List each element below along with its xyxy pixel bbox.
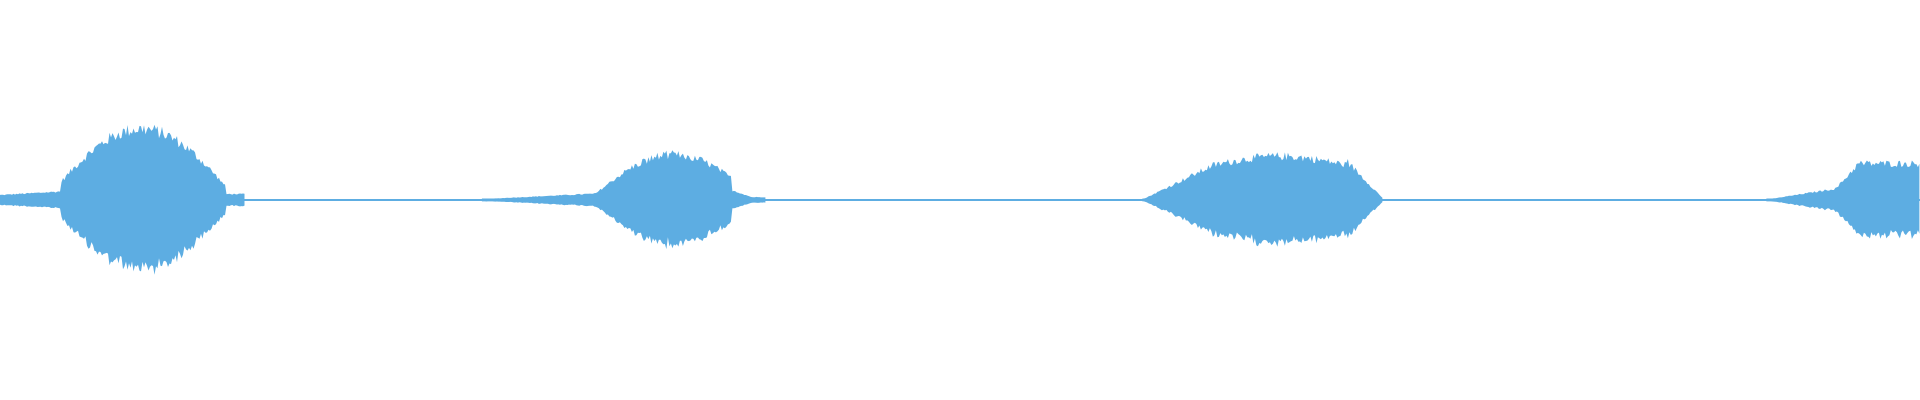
waveform-segment — [1766, 160, 1920, 239]
waveform-segments — [0, 124, 1920, 275]
waveform-segment — [481, 150, 766, 250]
waveform-segment — [1142, 152, 1383, 247]
waveform-segment — [0, 124, 245, 275]
